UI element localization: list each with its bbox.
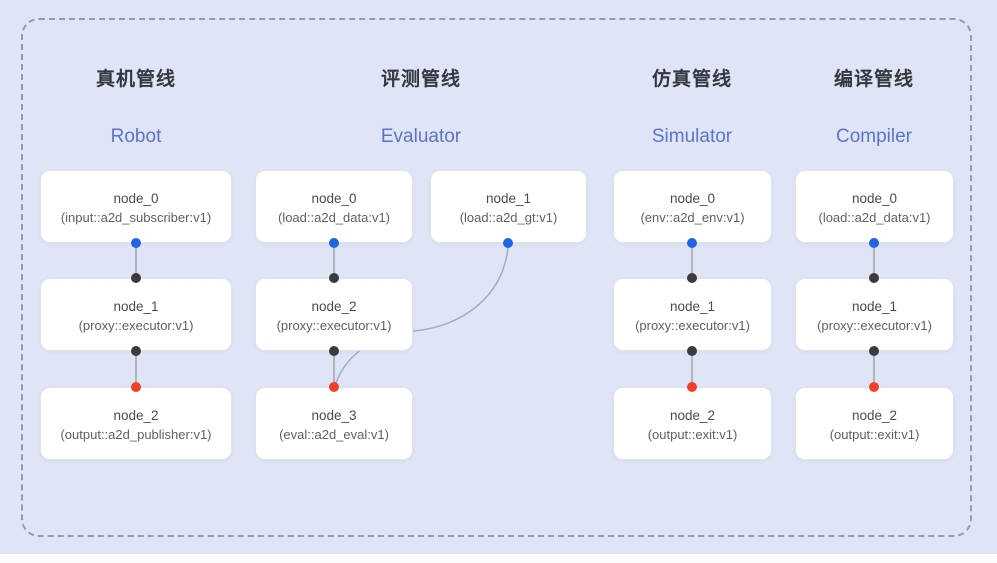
port-input-red-dot — [329, 382, 339, 392]
node-evaluator-node_0: node_0 (load::a2d_data:v1) — [255, 170, 413, 243]
dashed-panel-border — [21, 18, 972, 537]
node-impl: (output::exit:v1) — [829, 427, 920, 442]
node-name: node_2 — [669, 408, 716, 423]
port-output-black-dot — [869, 346, 879, 356]
node-name: node_0 — [669, 191, 716, 206]
node-impl: (proxy::executor:v1) — [817, 318, 932, 333]
pipeline-title-zh-simulator: 仿真管线 — [651, 69, 733, 90]
pipeline-title-zh-compiler: 编译管线 — [833, 69, 915, 90]
node-name: node_2 — [113, 408, 159, 423]
node-name: node_1 — [113, 299, 159, 314]
node-compiler-node_1: node_1 (proxy::executor:v1) — [795, 278, 954, 351]
port-output-blue-dot — [869, 238, 879, 248]
port-output-black-dot — [687, 346, 697, 356]
node-impl: (eval::a2d_eval:v1) — [279, 427, 389, 442]
node-name: node_0 — [113, 191, 159, 206]
pipeline-title-zh-robot: 真机管线 — [95, 69, 177, 90]
port-output-blue-dot — [503, 238, 513, 248]
node-evaluator-node_1: node_1 (load::a2d_gt:v1) — [430, 170, 587, 243]
node-robot-node_0: node_0 (input::a2d_subscriber:v1) — [40, 170, 232, 243]
node-robot-node_2: node_2 (output::a2d_publisher:v1) — [40, 387, 232, 460]
node-name: node_1 — [669, 299, 716, 314]
port-input-red-dot — [131, 382, 141, 392]
pipeline-title-en-compiler: Compiler — [835, 126, 913, 147]
node-simulator-node_0: node_0 (env::a2d_env:v1) — [613, 170, 772, 243]
pipeline-title-en-simulator: Simulator — [651, 126, 733, 147]
node-impl: (output::exit:v1) — [647, 427, 738, 442]
node-name: node_2 — [311, 299, 357, 314]
bottom-page-strip — [0, 554, 997, 563]
pipeline-title-en-robot: Robot — [110, 126, 162, 147]
node-name: node_3 — [311, 408, 357, 423]
port-input-black-dot — [687, 273, 697, 283]
node-name: node_0 — [311, 191, 357, 206]
node-robot-node_1: node_1 (proxy::executor:v1) — [40, 278, 232, 351]
node-impl: (proxy::executor:v1) — [635, 318, 750, 333]
node-compiler-node_2: node_2 (output::exit:v1) — [795, 387, 954, 460]
node-simulator-node_1: node_1 (proxy::executor:v1) — [613, 278, 772, 351]
node-impl: (load::a2d_gt:v1) — [459, 210, 558, 225]
port-output-blue-dot — [329, 238, 339, 248]
node-impl: (load::a2d_data:v1) — [818, 210, 931, 225]
port-output-blue-dot — [687, 238, 697, 248]
port-input-black-dot — [131, 273, 141, 283]
node-impl: (load::a2d_data:v1) — [277, 210, 391, 225]
port-output-blue-dot — [131, 238, 141, 248]
port-output-black-dot — [329, 346, 339, 356]
node-name: node_2 — [851, 408, 898, 423]
node-name: node_1 — [485, 191, 532, 206]
node-impl: (env::a2d_env:v1) — [640, 210, 745, 225]
node-evaluator-node_2: node_2 (proxy::executor:v1) — [255, 278, 413, 351]
node-impl: (proxy::executor:v1) — [78, 318, 194, 333]
node-impl: (proxy::executor:v1) — [276, 318, 392, 333]
port-input-red-dot — [869, 382, 879, 392]
node-compiler-node_0: node_0 (load::a2d_data:v1) — [795, 170, 954, 243]
pipeline-title-en-evaluator: Evaluator — [380, 126, 462, 147]
pipeline-title-zh-evaluator: 评测管线 — [380, 69, 462, 90]
port-input-black-dot — [869, 273, 879, 283]
node-name: node_1 — [851, 299, 898, 314]
port-input-red-dot — [687, 382, 697, 392]
port-input-black-dot — [329, 273, 339, 283]
node-name: node_0 — [851, 191, 898, 206]
node-simulator-node_2: node_2 (output::exit:v1) — [613, 387, 772, 460]
port-output-black-dot — [131, 346, 141, 356]
node-impl: (input::a2d_subscriber:v1) — [60, 210, 212, 225]
node-impl: (output::a2d_publisher:v1) — [60, 427, 212, 442]
node-evaluator-node_3: node_3 (eval::a2d_eval:v1) — [255, 387, 413, 460]
wire-evaluator-node1-node3-curve — [335, 246, 509, 384]
